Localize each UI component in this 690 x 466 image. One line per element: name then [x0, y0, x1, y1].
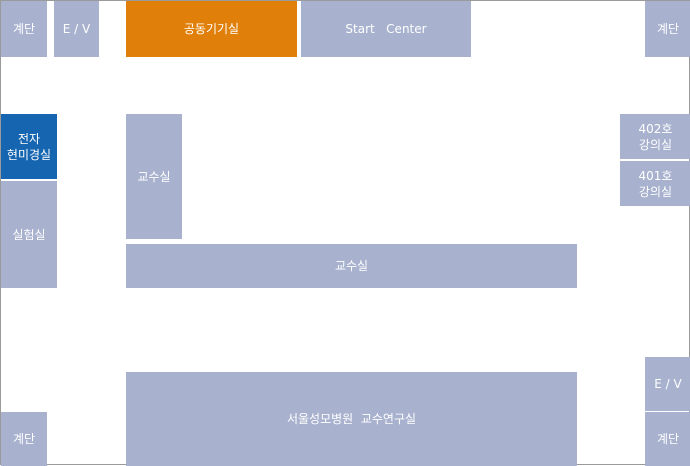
lecture-room-401-label: 401호 강의실 [638, 168, 673, 199]
lecture-room-402-label: 402호 강의실 [638, 121, 673, 152]
professor-office-wide[interactable]: 교수실 [126, 244, 577, 288]
stairs-bottom-left[interactable]: 계단 [1, 412, 47, 466]
stairs-bottom-right-label: 계단 [656, 432, 680, 446]
electron-microscope-room-label: 전자 현미경실 [6, 131, 52, 162]
professor-office-tall[interactable]: 교수실 [126, 114, 182, 239]
lecture-room-402[interactable]: 402호 강의실 [620, 114, 690, 159]
common-equipment-room-label: 공동기기실 [183, 22, 240, 36]
stairs-top-right[interactable]: 계단 [645, 1, 690, 57]
elevator-top-left-label: E / V [62, 22, 91, 36]
start-center-label: Start Center [345, 22, 427, 36]
professor-office-wide-label: 교수실 [334, 259, 369, 273]
research-room[interactable]: 서울성모병원 교수연구실 [126, 372, 577, 466]
common-equipment-room[interactable]: 공동기기실 [126, 1, 297, 57]
elevator-bottom-right-label: E / V [654, 377, 682, 391]
stairs-top-right-label: 계단 [656, 22, 680, 36]
elevator-bottom-right[interactable]: E / V [645, 357, 690, 411]
stairs-top-left-label: 계단 [12, 22, 36, 36]
stairs-top-left[interactable]: 계단 [1, 1, 47, 57]
research-room-label: 서울성모병원 교수연구실 [286, 412, 417, 426]
start-center[interactable]: Start Center [301, 1, 471, 57]
electron-microscope-room[interactable]: 전자 현미경실 [1, 114, 57, 179]
lab-room-label: 실험실 [12, 227, 46, 242]
elevator-top-left[interactable]: E / V [54, 1, 99, 57]
professor-office-tall-label: 교수실 [137, 169, 171, 184]
stairs-bottom-left-label: 계단 [12, 432, 36, 446]
lab-room[interactable]: 실험실 [1, 181, 57, 288]
stairs-bottom-right[interactable]: 계단 [645, 412, 690, 466]
lecture-room-401[interactable]: 401호 강의실 [620, 161, 690, 206]
